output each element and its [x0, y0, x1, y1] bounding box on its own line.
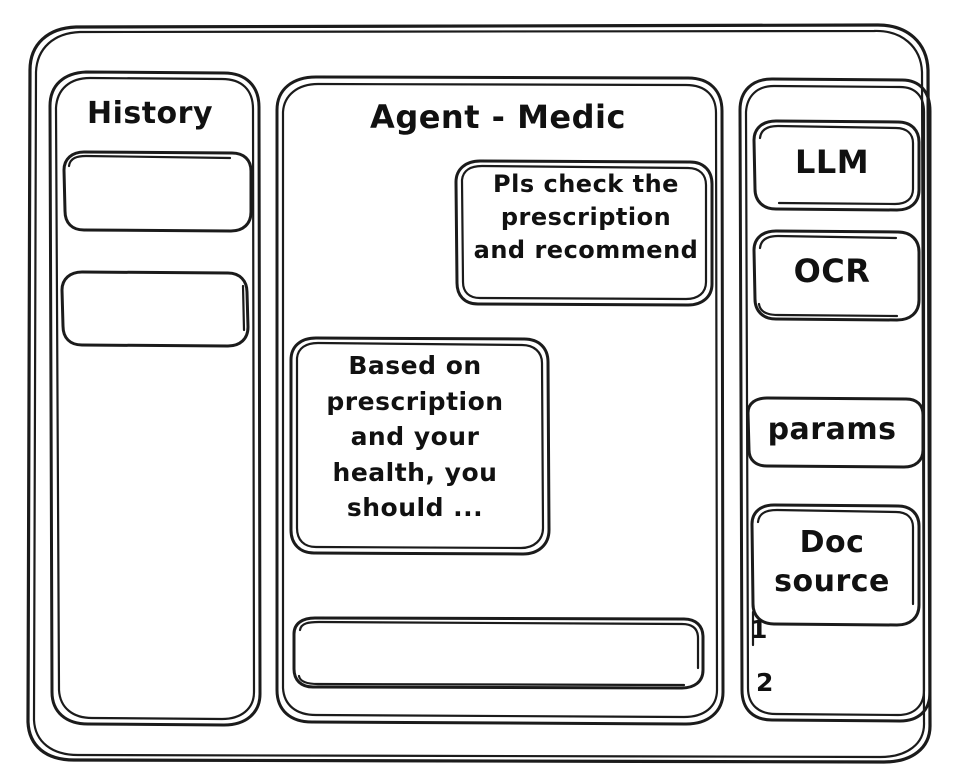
composer-input[interactable] [294, 618, 703, 688]
agent-panel-title: Agent - Medic [370, 98, 626, 136]
history-panel-title: History [86, 96, 214, 131]
llm-button[interactable] [754, 121, 919, 210]
agent-message-text: Based on prescription and your health, y… [326, 351, 504, 522]
ocr-button-label[interactable]: OCR [793, 252, 871, 290]
params-button-outline [746, 396, 925, 469]
doc-source-item-2[interactable]: 2 [756, 668, 774, 697]
doc-source-button-label[interactable]: Doc source [774, 525, 890, 599]
agent-panel-outline [275, 75, 725, 726]
tools-panel-outline [738, 77, 932, 723]
history-panel-outline [48, 70, 262, 727]
params-button-label[interactable]: params [767, 412, 897, 447]
doc-source-item-1[interactable]: 1 [750, 615, 768, 644]
user-message-bubble-outline [454, 159, 714, 307]
llm-button-label[interactable]: LLM [794, 143, 870, 181]
composer-input-outline [292, 616, 705, 690]
doc-source-button[interactable] [752, 505, 919, 625]
user-message-text: Pls check the prescription and recommend [473, 170, 699, 265]
history-item-1-outline [62, 150, 253, 233]
ocr-button[interactable] [754, 231, 919, 320]
ocr-button-outline [752, 229, 921, 322]
history-item-2[interactable] [62, 272, 248, 346]
doc-source-button-outline [750, 503, 921, 627]
history-item-2-outline [60, 270, 250, 348]
history-item-1[interactable] [64, 152, 252, 231]
agent-message-bubble-outline [289, 336, 551, 556]
params-button[interactable] [748, 398, 923, 467]
llm-button-outline [752, 119, 921, 212]
